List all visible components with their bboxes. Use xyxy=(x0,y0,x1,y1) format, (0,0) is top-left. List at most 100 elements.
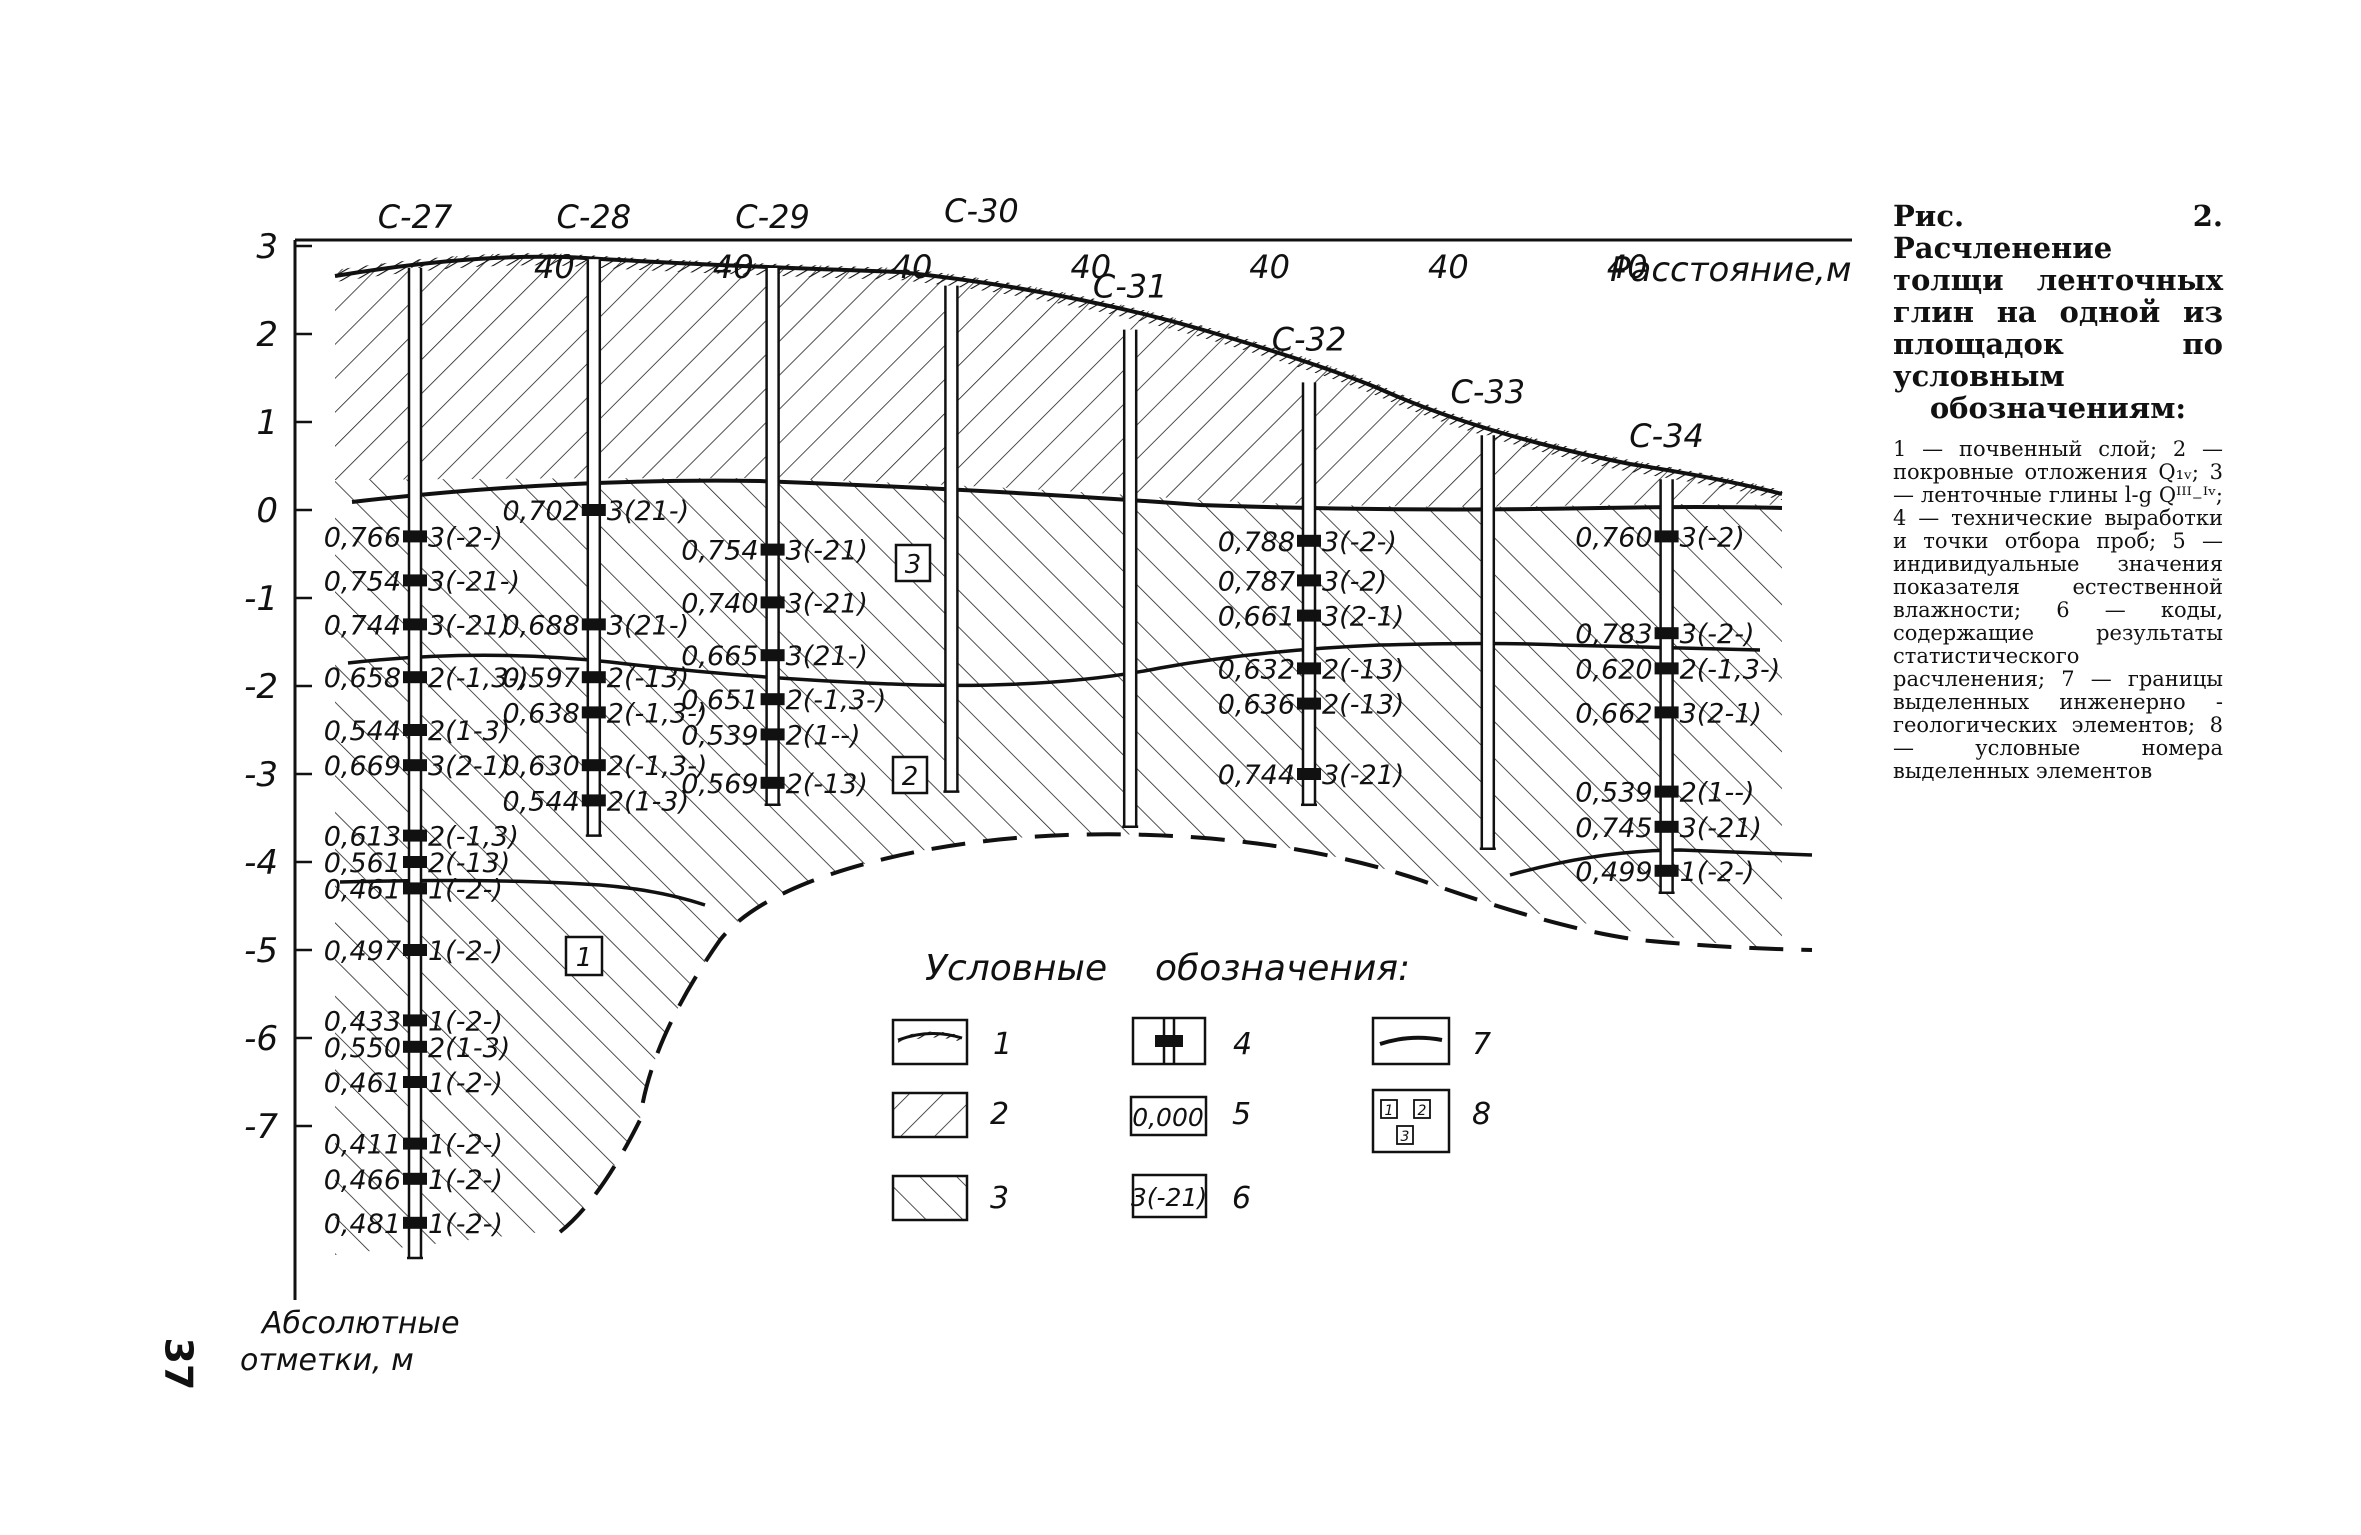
stat-code: 1(-2-) xyxy=(1680,857,1755,888)
stat-code: 1(-2-) xyxy=(428,1209,503,1240)
element-label-3: 3 xyxy=(894,543,932,583)
moisture-value: 0,561 xyxy=(324,848,401,879)
moisture-value: 0,787 xyxy=(1218,566,1295,597)
layer-1-soil xyxy=(335,253,1782,500)
borehole-id-label: С-27 xyxy=(378,198,453,236)
elevation-tick-label: -6 xyxy=(244,1019,278,1059)
sample-marker xyxy=(1654,785,1679,798)
stat-code: 2(1-3) xyxy=(607,786,689,817)
moisture-value: 0,638 xyxy=(503,698,580,729)
borehole-id-label: С-28 xyxy=(556,198,631,236)
layer-2-cover-deposits xyxy=(335,253,1782,507)
sample-marker xyxy=(1297,662,1321,675)
sample-marker xyxy=(403,1014,427,1027)
moisture-value: 0,740 xyxy=(681,588,758,619)
sample-marker xyxy=(1297,697,1321,710)
legend-item-6: 3(-21) 6 xyxy=(1131,1173,1251,1219)
elevation-tick-label: -2 xyxy=(244,667,278,707)
borehole-id-label: С-31 xyxy=(1093,268,1168,306)
sample-marker xyxy=(403,759,427,772)
distance-label: 40 xyxy=(1249,248,1290,286)
moisture-value: 0,461 xyxy=(324,1068,401,1099)
stat-code: 1(-2-) xyxy=(428,1130,503,1161)
sample-marker xyxy=(403,944,427,956)
sample-marker xyxy=(1654,627,1679,640)
stat-code: 2(-1,3-) xyxy=(607,698,708,729)
moisture-value: 0,658 xyxy=(324,663,401,694)
moisture-value: 0,669 xyxy=(324,751,401,782)
stat-code: 1(-2-) xyxy=(428,1165,503,1196)
sample-marker xyxy=(403,1040,427,1053)
stat-code: 1(-2-) xyxy=(428,874,503,905)
svg-text:0,000: 0,000 xyxy=(1132,1103,1204,1132)
sample-marker xyxy=(403,1172,427,1185)
stat-code: 1(-2-) xyxy=(428,1006,503,1037)
elevation-tick-label: 1 xyxy=(256,403,278,443)
moisture-value: 0,661 xyxy=(1218,602,1295,633)
stat-code: 2(-13) xyxy=(607,663,689,694)
legend-item-4: 4 xyxy=(1131,1016,1252,1066)
stat-code: 3(21-) xyxy=(607,496,689,527)
sample-marker xyxy=(1654,706,1679,719)
moisture-value: 0,550 xyxy=(324,1033,401,1064)
svg-text:1: 1 xyxy=(993,1027,1012,1062)
stat-code: 3(-21) xyxy=(786,536,868,567)
moisture-value: 0,745 xyxy=(1575,813,1652,844)
stat-code: 2(-1,3-) xyxy=(428,663,529,694)
svg-text:2: 2 xyxy=(1418,1103,1427,1119)
moisture-value: 0,744 xyxy=(1218,760,1295,791)
elevation-tick: 1 xyxy=(256,403,312,443)
moisture-value: 0,466 xyxy=(324,1165,401,1196)
elevation-tick: -3 xyxy=(244,755,312,795)
svg-text:6: 6 xyxy=(1232,1181,1251,1216)
borehole-id-label: С-32 xyxy=(1272,320,1347,358)
distance-label: 40 xyxy=(713,248,754,286)
sample-marker xyxy=(760,543,785,556)
sample-marker xyxy=(403,1216,427,1229)
stat-code: 2(1-3) xyxy=(428,1033,510,1064)
sample-point: 0,466 1(-2-) xyxy=(324,1165,503,1196)
svg-text:7: 7 xyxy=(1472,1027,1491,1062)
boundary-line-elev-0 xyxy=(351,478,1783,512)
moisture-value: 0,620 xyxy=(1575,654,1652,685)
sample-marker xyxy=(403,1137,427,1150)
elevation-tick: 0 xyxy=(256,491,312,531)
svg-text:3: 3 xyxy=(1401,1129,1410,1145)
legend-item-7: 7 xyxy=(1371,1016,1491,1066)
moisture-value: 0,630 xyxy=(503,751,580,782)
legend-title-2: обозначения: xyxy=(1155,948,1410,989)
sample-point: 0,638 2(-1,3-) xyxy=(503,698,708,729)
sample-marker xyxy=(1654,820,1679,833)
sample-marker xyxy=(403,724,427,736)
sample-point: 0,658 2(-1,3-) xyxy=(324,663,529,694)
elevation-axis-label-line2: отметки, м xyxy=(240,1343,414,1378)
stat-code: 3(-2-) xyxy=(1680,619,1755,650)
borehole-id-label: С-33 xyxy=(1450,373,1525,411)
stat-code: 3(-21) xyxy=(1680,813,1762,844)
moisture-value: 0,497 xyxy=(324,936,401,967)
legend-item-5: 0,000 5 xyxy=(1129,1095,1251,1137)
sample-marker xyxy=(581,504,606,516)
sample-marker xyxy=(1654,864,1679,877)
